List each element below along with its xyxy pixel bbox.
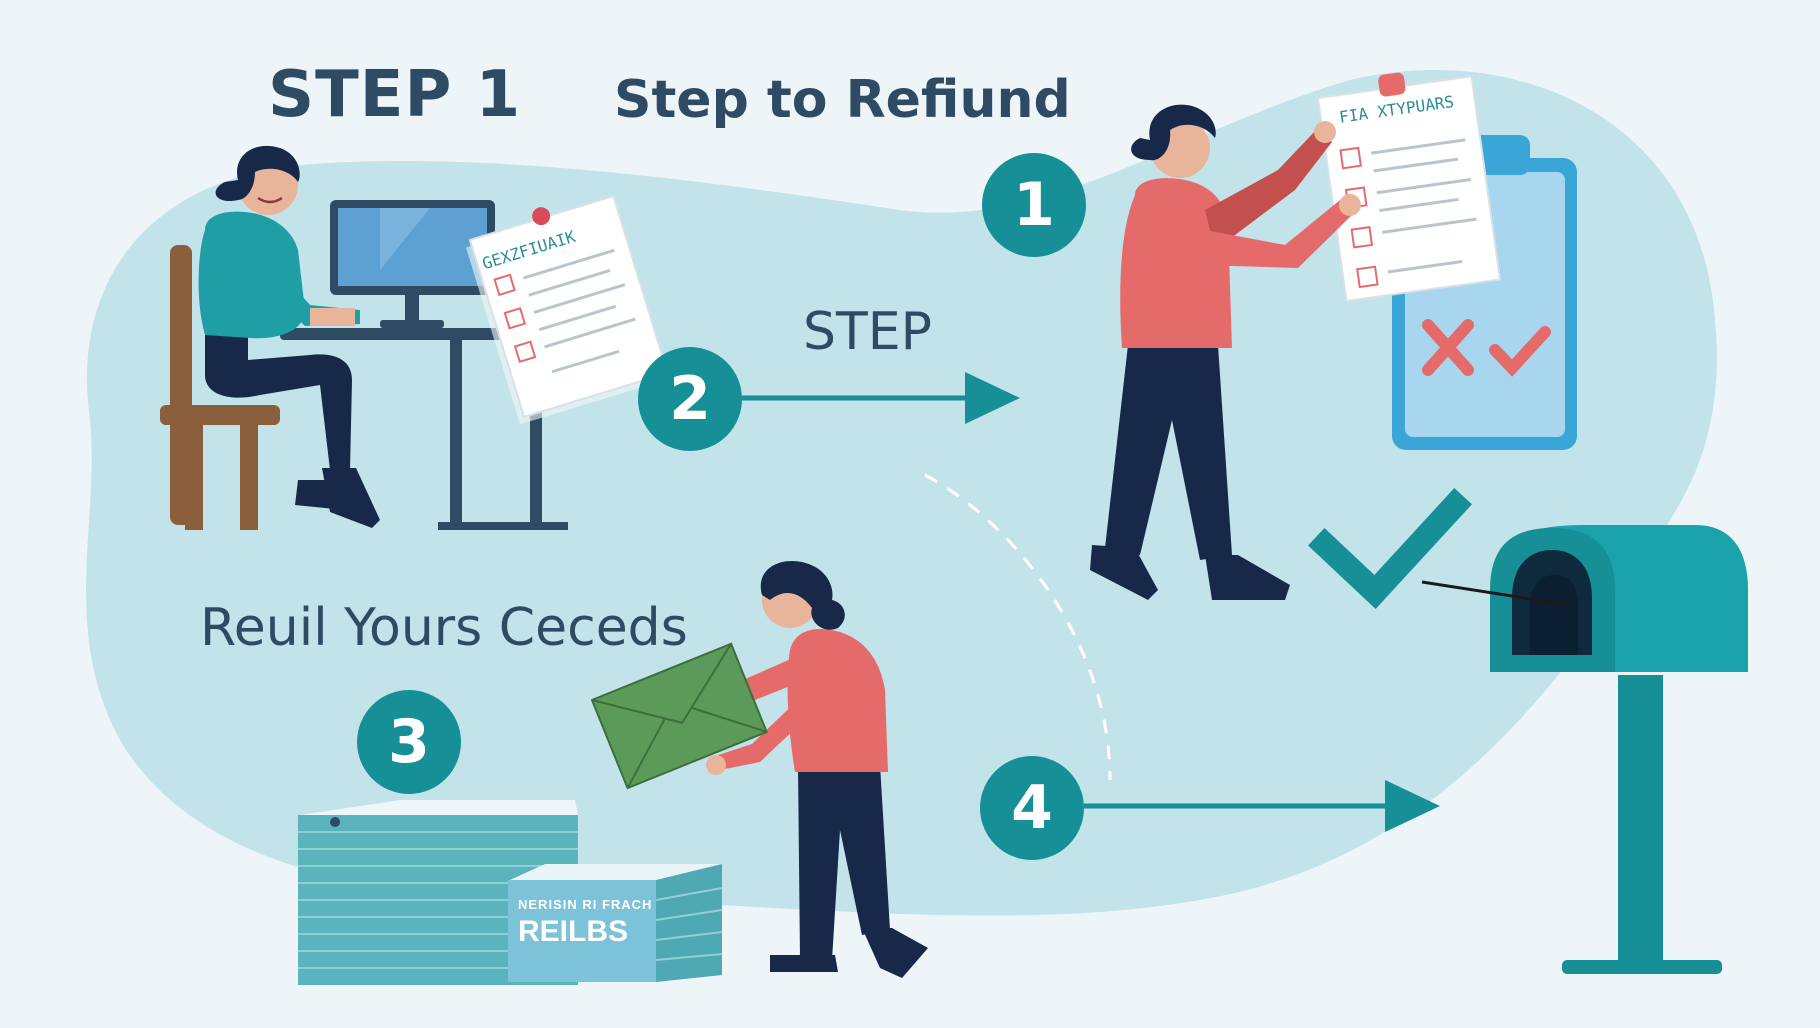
arrow-step-2 [742,372,1020,424]
computer-desk-scene [160,145,669,530]
box-label-small: NERISIN RI FRACH [518,897,653,912]
step-badge-3: 3 [357,690,461,794]
records-label: Reuil Yours Ceceds [200,598,688,658]
records-box [508,864,723,982]
arrow-step-4 [1084,780,1440,832]
box-label-large: REILBS [518,915,629,948]
check-icon [1308,488,1472,610]
woman-with-envelope [590,560,928,978]
monitor [330,200,495,328]
step-badge-2: 2 [638,347,742,451]
page-title: Step to Refiund [614,70,1071,130]
step-1-heading: STEP 1 [268,58,522,132]
dashed-path [924,473,1112,781]
step-badge-4: 4 [980,756,1084,860]
held-form [1316,72,1502,303]
laptop-form [466,194,669,425]
step-badge-1: 1 [982,153,1086,257]
step-arrow-label: STEP [803,302,932,362]
envelope-icon [590,642,768,790]
woman-at-computer [198,145,380,528]
mailbox [1421,525,1748,974]
woman-holding-form [1090,104,1361,600]
